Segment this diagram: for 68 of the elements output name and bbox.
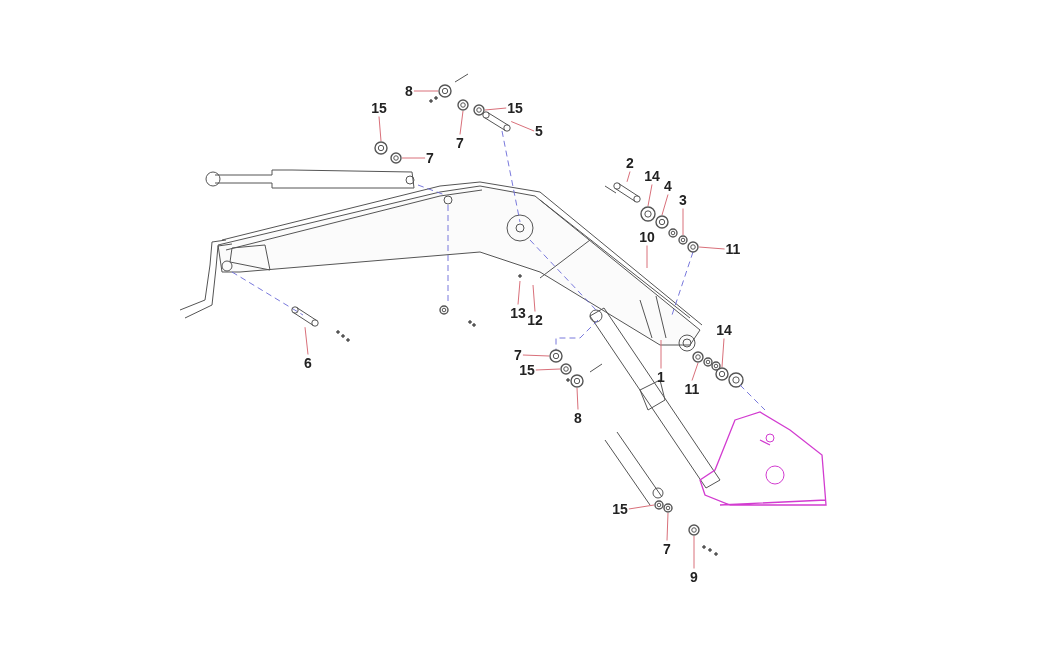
callout-number: 15 <box>519 362 535 378</box>
callout-number: 11 <box>684 381 700 397</box>
leader-line <box>378 116 382 142</box>
washer <box>655 215 669 229</box>
leader-line <box>628 504 655 510</box>
leader-line <box>535 368 561 371</box>
washer <box>688 524 700 536</box>
leader-line <box>691 362 699 381</box>
washer <box>654 500 664 510</box>
callout-number: 7 <box>663 541 671 557</box>
callout-number: 8 <box>405 83 413 99</box>
leader-line <box>484 107 507 111</box>
leader-line <box>698 246 726 250</box>
callout-number: 14 <box>644 168 660 184</box>
pin <box>482 111 511 132</box>
leader-line <box>522 354 550 357</box>
leader-line <box>647 184 653 207</box>
leader-line <box>510 121 535 132</box>
washer <box>715 367 729 381</box>
callout-number: 15 <box>371 100 387 116</box>
washer <box>457 99 469 111</box>
washer <box>549 349 563 363</box>
callout-number: 7 <box>456 135 464 151</box>
leader-line <box>517 280 521 305</box>
callout-number: 4 <box>664 178 672 194</box>
washer <box>692 351 704 363</box>
callout-number: 8 <box>574 410 582 426</box>
callout-number: 7 <box>426 150 434 166</box>
leader-line <box>666 512 669 541</box>
leader-line <box>576 387 579 410</box>
callout-number: 10 <box>639 229 655 245</box>
leader-line <box>459 110 464 135</box>
callout-number: 12 <box>527 312 543 328</box>
callout-number: 7 <box>514 347 522 363</box>
callout-number: 15 <box>612 501 628 517</box>
washer <box>390 152 402 164</box>
washer <box>678 235 688 245</box>
pin <box>613 182 641 203</box>
leader-line <box>693 535 695 569</box>
washer <box>374 141 388 155</box>
leader-line <box>721 338 725 368</box>
callout-number: 1 <box>657 369 665 385</box>
washer <box>687 241 699 253</box>
callout-number: 14 <box>716 322 732 338</box>
callout-number: 11 <box>725 241 741 257</box>
washer <box>663 503 673 513</box>
callout-number: 6 <box>304 355 312 371</box>
leader-line <box>401 157 426 159</box>
callout-number: 2 <box>626 155 634 171</box>
pin <box>291 306 319 327</box>
washer <box>438 84 452 98</box>
callout-number: 3 <box>679 192 687 208</box>
washer <box>473 104 485 116</box>
leader-line <box>660 339 662 369</box>
washer <box>560 363 572 375</box>
callout-number: 13 <box>510 305 526 321</box>
leader-line <box>532 284 536 312</box>
leader-line <box>304 326 309 355</box>
callout-number: 9 <box>690 569 698 585</box>
washer <box>640 206 656 222</box>
callout-number: 5 <box>535 123 543 139</box>
leader-line <box>682 208 684 236</box>
washer <box>570 374 584 388</box>
leader-line <box>626 171 631 183</box>
leader-line <box>646 245 648 269</box>
leader-line <box>413 90 439 92</box>
callout-number: 15 <box>507 100 523 116</box>
leader-line <box>661 194 669 216</box>
